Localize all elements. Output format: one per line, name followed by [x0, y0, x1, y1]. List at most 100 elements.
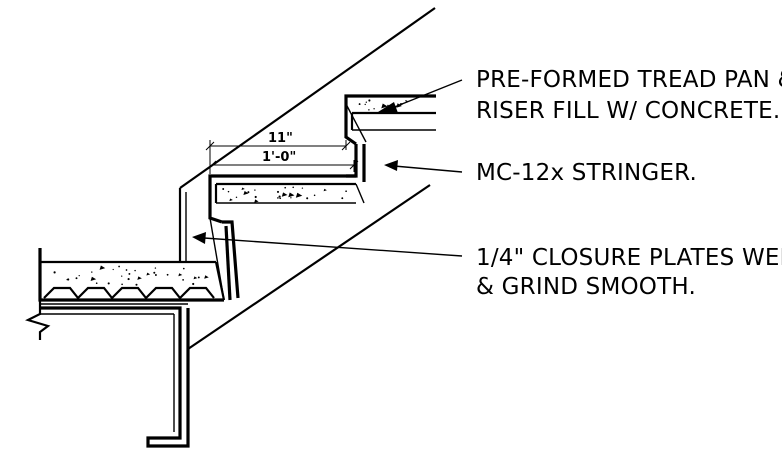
aggregate-speck — [247, 191, 250, 194]
aggregate-speck — [341, 197, 344, 200]
aggregate-speck — [166, 273, 169, 276]
aggregate-speck — [53, 271, 56, 274]
callout-tread-pan-line1: PRE-FORMED TREAD PAN & — [476, 67, 782, 93]
aggregate-speck — [243, 190, 249, 195]
aggregate-speck — [288, 192, 295, 198]
aggregate-speck — [284, 186, 287, 189]
aggregate-speck — [241, 187, 245, 191]
lower-riser-inner — [224, 225, 232, 301]
callout-text: PRE-FORMED TREAD PAN & RISER FILL W/ CON… — [476, 67, 782, 300]
dimension-tick — [341, 141, 351, 151]
landing-slab-edge — [214, 261, 226, 301]
callout-closure-line2: & GRIND SMOOTH. — [476, 274, 696, 300]
aggregate-speck — [67, 278, 70, 281]
dimension-group: 11" 1'-0" — [205, 131, 359, 174]
aggregate-speck — [75, 277, 78, 280]
aggregate-speck — [137, 276, 142, 280]
aggregate-speck — [278, 195, 281, 198]
callout-closure-line1: 1/4" CLOSURE PLATES WELD — [476, 245, 782, 271]
aggregate-speck — [222, 188, 225, 190]
aggregate-speck — [192, 282, 195, 286]
aggregate-speck — [229, 198, 233, 202]
aggregate-speck — [193, 276, 198, 280]
concrete-fill-pattern — [53, 99, 408, 286]
aggregate-speck — [154, 274, 157, 276]
aggregate-speck — [178, 273, 183, 277]
leader-lines — [192, 79, 463, 257]
aggregate-speck — [254, 195, 257, 199]
aggregate-speck — [99, 265, 106, 270]
aggregate-speck — [204, 276, 207, 278]
aggregate-speck — [373, 108, 375, 110]
aggregate-speck — [153, 271, 156, 274]
middle-tread-pan — [208, 174, 356, 224]
upper-tread-pan — [344, 94, 436, 146]
aggregate-speck — [301, 187, 304, 189]
aggregate-speck — [182, 267, 185, 270]
landing-slab — [38, 248, 226, 305]
aggregate-speck — [154, 267, 157, 269]
aggregate-speck — [134, 269, 136, 272]
dimension-tick — [349, 160, 359, 170]
aggregate-speck — [107, 282, 110, 285]
aggregate-speck — [197, 276, 200, 279]
leader-arrow-closure — [192, 232, 206, 244]
aggregate-speck — [254, 199, 259, 203]
aggregate-speck — [121, 275, 123, 277]
aggregate-speck — [90, 276, 97, 281]
leader-closure — [203, 237, 463, 257]
aggregate-speck — [323, 188, 327, 192]
leader-stringer — [393, 165, 463, 173]
middle-tread — [208, 174, 365, 224]
aggregate-speck — [358, 103, 361, 106]
dimension-outer-label: 11" — [268, 131, 293, 146]
aggregate-speck — [146, 272, 151, 276]
aggregate-speck — [306, 197, 309, 200]
leader-arrow-stringer — [384, 160, 398, 171]
stringer — [178, 7, 436, 350]
aggregate-speck — [135, 283, 138, 286]
aggregate-speck — [281, 192, 288, 197]
lower-riser — [209, 217, 240, 301]
aggregate-speck — [279, 197, 282, 200]
aggregate-speck — [227, 190, 230, 193]
aggregate-speck — [235, 196, 238, 199]
aggregate-speck — [295, 192, 303, 198]
leader-arrow-tread-pan — [378, 102, 398, 113]
aggregate-speck — [313, 194, 316, 197]
stringer-top-edge — [179, 7, 436, 189]
aggregate-speck — [345, 190, 347, 193]
aggregate-speck — [254, 189, 256, 191]
callout-tread-pan-line2: RISER FILL W/ CONCRETE. — [476, 98, 780, 124]
aggregate-speck — [118, 265, 120, 268]
aggregate-speck — [78, 274, 80, 277]
break-line — [25, 300, 51, 340]
aggregate-speck — [121, 283, 123, 286]
aggregate-speck — [405, 100, 407, 102]
aggregate-speck — [112, 268, 114, 271]
aggregate-speck — [292, 186, 294, 189]
lower-riser-plate — [222, 220, 240, 299]
aggregate-speck — [364, 103, 366, 106]
aggregate-speck — [125, 269, 128, 271]
aggregate-speck — [182, 279, 184, 281]
metal-deck-flutes — [43, 286, 215, 300]
leader-tread-pan — [391, 79, 463, 109]
dimension-tick — [207, 160, 217, 170]
aggregate-speck — [381, 103, 388, 109]
stringer-bottom-edge — [187, 184, 431, 350]
aggregate-speck — [127, 278, 130, 281]
aggregate-speck — [276, 190, 280, 193]
aggregate-speck — [290, 197, 292, 199]
aggregate-speck — [95, 282, 98, 285]
callout-stringer: MC-12x STRINGER. — [476, 160, 697, 186]
middle-tread-edge — [355, 183, 365, 204]
landing-beam — [25, 300, 190, 448]
landing-slab-outline — [38, 248, 224, 302]
aggregate-speck — [368, 99, 371, 102]
aggregate-speck — [91, 271, 93, 273]
aggregate-speck — [277, 197, 279, 199]
dimension-inner-label: 1'-0" — [262, 150, 296, 165]
upper-riser-diagonal — [345, 103, 367, 143]
